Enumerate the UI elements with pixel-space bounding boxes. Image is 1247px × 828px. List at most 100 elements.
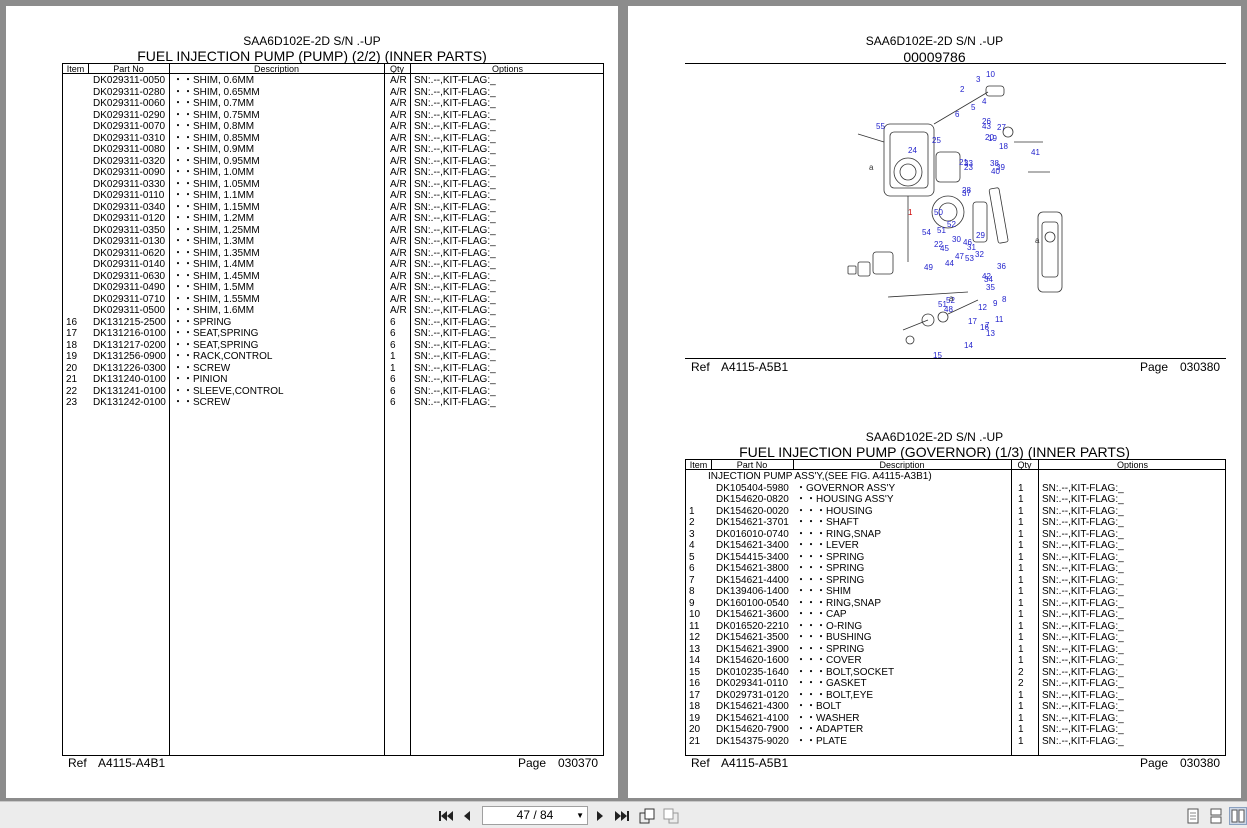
row-part-number: DK154621-4400	[716, 574, 789, 586]
row-options: SN:.--,KIT-FLAG:_	[414, 132, 496, 144]
row-part-number: DK016010-0740	[716, 528, 789, 540]
next-page-icon[interactable]	[591, 807, 609, 825]
lower-ref-value: A4115-A5B1	[721, 756, 789, 770]
row-part-number: DK154620-0020	[716, 505, 789, 517]
diagram-callout: 23	[964, 163, 973, 172]
page-number-input[interactable]: 47 / 84 ▼	[482, 806, 588, 825]
row-qty: 1	[1018, 563, 1024, 574]
row-part-number: DK131216-0100	[93, 328, 166, 339]
last-page-icon[interactable]	[613, 807, 631, 825]
row-qty: 1	[1018, 482, 1024, 494]
row-options: SN:.--,KIT-FLAG:_	[414, 75, 496, 86]
row-item: 16	[66, 316, 78, 328]
row-item: 8	[689, 586, 695, 597]
row-description: ・・SHIM, 0.7MM	[173, 98, 255, 109]
two-page-icon[interactable]	[1229, 807, 1247, 825]
row-description: ・・・HOUSING	[796, 505, 873, 517]
row-options: SN:.--,KIT-FLAG:_	[414, 293, 496, 305]
chevron-down-icon[interactable]: ▼	[576, 811, 584, 820]
row-qty: 1	[1018, 620, 1024, 632]
diagram-callout: 26	[982, 117, 991, 126]
diagram-callout: 9	[993, 299, 998, 308]
row-options: SN:.--,KIT-FLAG:_	[1042, 735, 1124, 747]
row-options: SN:.--,KIT-FLAG:_	[414, 328, 496, 339]
row-part-number: DK154375-9020	[716, 735, 789, 747]
row-item: 9	[689, 597, 695, 609]
row-part-number: DK029731-0120	[716, 689, 789, 701]
left-page-label: Page	[518, 756, 547, 770]
row-options: SN:.--,KIT-FLAG:_	[414, 190, 496, 201]
row-options: SN:.--,KIT-FLAG:_	[414, 98, 496, 109]
row-options: SN:.--,KIT-FLAG:_	[414, 236, 496, 247]
row-description: ・・SHIM, 1.55MM	[173, 293, 260, 305]
row-options: SN:.--,KIT-FLAG:_	[414, 362, 496, 374]
row-part-number: DK029311-0330	[93, 178, 166, 190]
row-description: ・・SHIM, 1.2MM	[173, 213, 255, 224]
row-description: ・・SHIM, 0.75MM	[173, 109, 260, 121]
upper-page-label: Page	[1140, 360, 1169, 374]
diagram-callout: 52	[946, 296, 955, 305]
row-item: 4	[689, 540, 695, 551]
left-page-title: FUEL INJECTION PUMP (PUMP) (2/2) (INNER …	[137, 48, 487, 64]
row-options: SN:.--,KIT-FLAG:_	[414, 259, 496, 270]
row-description: ・・PINION	[173, 374, 228, 385]
col-description-header: Description	[253, 64, 300, 74]
row-description: ・・PLATE	[796, 735, 847, 747]
row-qty: A/R	[390, 109, 407, 121]
col-partno-header: Part No	[736, 460, 768, 470]
rotate-icon[interactable]	[638, 807, 656, 825]
row-qty: A/R	[390, 190, 407, 201]
row-options: SN:.--,KIT-FLAG:_	[414, 316, 496, 328]
row-qty: A/R	[390, 155, 407, 167]
diagram-callout: 27	[997, 123, 1006, 132]
row-options: SN:.--,KIT-FLAG:_	[414, 374, 496, 385]
row-qty: A/R	[390, 201, 407, 213]
row-options: SN:.--,KIT-FLAG:_	[1042, 609, 1124, 620]
diagram-callout: 46	[963, 238, 972, 247]
diagram-callout: 15	[933, 351, 942, 358]
row-item: 20	[689, 724, 701, 735]
row-description: ・・SLEEVE,CONTROL	[173, 385, 284, 397]
row-options: SN:.--,KIT-FLAG:_	[414, 351, 496, 362]
row-options: SN:.--,KIT-FLAG:_	[414, 109, 496, 121]
diagram-callout: 22	[934, 240, 943, 249]
row-options: SN:.--,KIT-FLAG:_	[414, 305, 496, 316]
prev-page-icon[interactable]	[458, 807, 476, 825]
row-qty: 1	[1018, 689, 1024, 701]
page-indicator: 47 / 84	[516, 808, 554, 822]
lower-page-label: Page	[1140, 756, 1169, 770]
left-ref-label: Ref	[68, 756, 87, 770]
row-options: SN:.--,KIT-FLAG:_	[414, 282, 496, 293]
diagram-callout: 5	[971, 103, 976, 112]
diagram-callout: 24	[908, 146, 917, 155]
row-description: ・・SCREW	[173, 397, 231, 408]
row-qty: A/R	[390, 86, 407, 98]
row-qty: 1	[1018, 505, 1024, 517]
left-page: SAA6D102E-2D S/N .-UP FUEL INJECTION PUM…	[6, 6, 618, 798]
first-page-icon[interactable]	[437, 807, 455, 825]
row-part-number: DK154621-3500	[716, 632, 789, 643]
row-item: 18	[66, 339, 78, 351]
row-part-number: DK029311-0710	[93, 293, 166, 305]
row-item: 22	[66, 385, 78, 397]
single-page-icon[interactable]	[1184, 807, 1202, 825]
row-qty: 1	[1018, 712, 1024, 724]
row-part-number: DK154621-3600	[716, 609, 789, 620]
row-qty: 1	[1018, 528, 1024, 540]
diagram-callout: 11	[995, 315, 1004, 324]
col-qty-header: Qty	[1017, 460, 1032, 470]
row-description: ・・RACK,CONTROL	[173, 351, 273, 362]
diagram-callout: 43	[982, 122, 991, 131]
row-description: ・・・SPRING	[796, 574, 865, 586]
diagram-callout: 47	[955, 252, 964, 261]
continuous-icon[interactable]	[1207, 807, 1225, 825]
row-part-number: DK029311-0320	[93, 155, 166, 167]
row-part-number: DK154415-3400	[716, 551, 789, 563]
lower-ref-label: Ref	[691, 756, 710, 770]
rotate-back-icon[interactable]	[662, 807, 680, 825]
row-part-number: DK154620-0820	[716, 494, 789, 505]
